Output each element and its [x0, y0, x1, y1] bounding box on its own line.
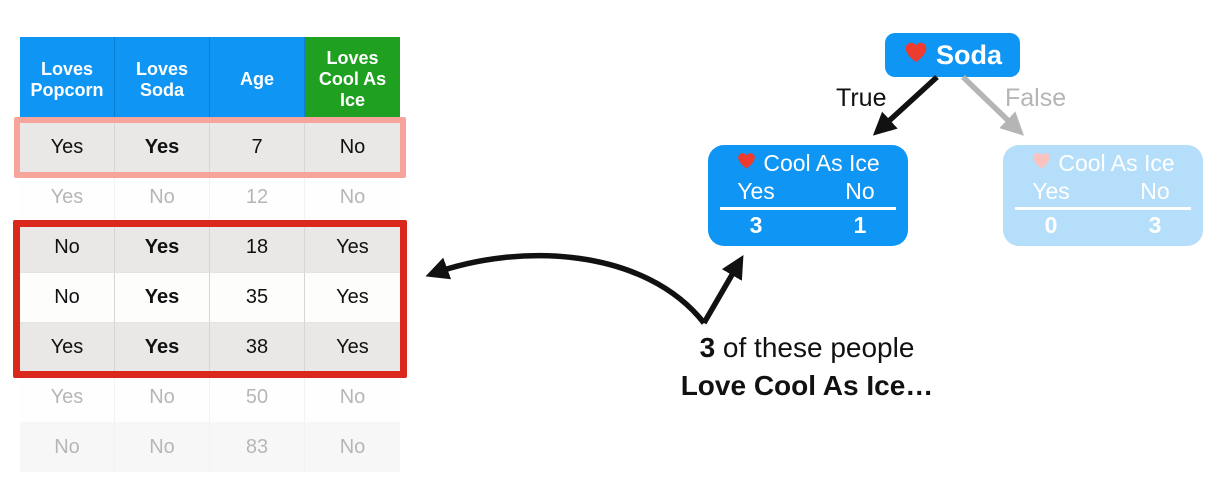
table-row: Yes Yes 38 Yes — [20, 322, 400, 372]
cell-ice: Yes — [305, 222, 400, 272]
cell-age: 7 — [210, 122, 305, 172]
branch-arrow-true — [872, 74, 939, 136]
cell-age: 50 — [210, 372, 305, 422]
leaf-yes-count: 3 — [749, 212, 763, 238]
data-table: Loves Popcorn Loves Soda Age Loves Cool … — [20, 37, 400, 472]
cell-age: 38 — [210, 322, 305, 372]
leaf-yes-label: Yes — [737, 178, 775, 204]
annotation-arrow-to-table — [425, 252, 707, 325]
table-row: Yes No 50 No — [20, 372, 400, 422]
leaf-yes-label: Yes — [1032, 178, 1070, 204]
leaf-counts-row: 3 1 — [708, 211, 908, 240]
cell-popcorn: Yes — [20, 122, 115, 172]
tree-root-soda-node: Soda — [885, 33, 1020, 77]
cell-age: 18 — [210, 222, 305, 272]
annotation-text: 3 of these people Love Cool As Ice… — [627, 329, 987, 405]
cell-popcorn: No — [20, 222, 115, 272]
leaf-labels-row: Yes No — [1003, 177, 1203, 206]
cell-popcorn: Yes — [20, 372, 115, 422]
heart-icon — [736, 149, 757, 177]
heart-icon — [903, 39, 929, 72]
cell-popcorn: No — [20, 272, 115, 322]
leaf-no-count: 1 — [853, 212, 867, 238]
leaf-no-count: 3 — [1148, 212, 1162, 238]
branch-label-true: True — [836, 84, 887, 112]
table-body: Yes Yes 7 No Yes No 12 No No Yes 18 Yes … — [20, 122, 400, 472]
leaf-node-soda-false: Cool As Ice Yes No 0 3 — [1003, 145, 1203, 246]
leaf-yes-count: 0 — [1044, 212, 1058, 238]
leaf-labels-row: Yes No — [708, 177, 908, 206]
table-row: No Yes 18 Yes — [20, 222, 400, 272]
leaf-divider — [1015, 207, 1191, 210]
leaf-title-label: Cool As Ice — [1058, 150, 1175, 176]
leaf-title: Cool As Ice — [708, 149, 908, 177]
leaf-title: Cool As Ice — [1003, 149, 1203, 177]
header-loves-popcorn: Loves Popcorn — [20, 37, 115, 122]
cell-popcorn: No — [20, 422, 115, 472]
header-loves-soda: Loves Soda — [115, 37, 210, 122]
table-header-row: Loves Popcorn Loves Soda Age Loves Cool … — [20, 37, 400, 122]
cell-ice: No — [305, 122, 400, 172]
header-age: Age — [210, 37, 305, 122]
cell-age: 12 — [210, 172, 305, 222]
table-row: No No 83 No — [20, 422, 400, 472]
root-node-label: Soda — [935, 39, 1002, 70]
cell-ice: No — [305, 172, 400, 222]
annotation-line-1: 3 of these people — [627, 329, 987, 367]
cell-soda: No — [115, 172, 210, 222]
cell-soda: No — [115, 422, 210, 472]
cell-soda: No — [115, 372, 210, 422]
annotation-arrow-to-leaf — [701, 255, 744, 325]
leaf-title-label: Cool As Ice — [763, 150, 880, 176]
cell-soda: Yes — [115, 322, 210, 372]
cell-ice: No — [305, 372, 400, 422]
branch-label-false: False — [1005, 84, 1067, 112]
table-row: Yes Yes 7 No — [20, 122, 400, 172]
table-row: No Yes 35 Yes — [20, 272, 400, 322]
cell-age: 35 — [210, 272, 305, 322]
header-loves-cool-as-ice: Loves Cool As Ice — [305, 37, 400, 122]
cell-soda: Yes — [115, 272, 210, 322]
annotation-line-2: Love Cool As Ice… — [680, 370, 934, 401]
heart-icon — [1031, 149, 1052, 177]
leaf-no-label: No — [845, 178, 875, 204]
cell-ice: Yes — [305, 322, 400, 372]
leaf-divider — [720, 207, 896, 210]
annotation-count: 3 — [699, 332, 716, 363]
table-row: Yes No 12 No — [20, 172, 400, 222]
cell-popcorn: Yes — [20, 172, 115, 222]
cell-ice: No — [305, 422, 400, 472]
cell-soda: Yes — [115, 122, 210, 172]
leaf-node-soda-true: Cool As Ice Yes No 3 1 — [708, 145, 908, 246]
cell-soda: Yes — [115, 222, 210, 272]
cell-ice: Yes — [305, 272, 400, 322]
cell-age: 83 — [210, 422, 305, 472]
cell-popcorn: Yes — [20, 322, 115, 372]
leaf-counts-row: 0 3 — [1003, 211, 1203, 240]
annotation-line1-rest: of these people — [715, 332, 915, 363]
leaf-no-label: No — [1140, 178, 1170, 204]
